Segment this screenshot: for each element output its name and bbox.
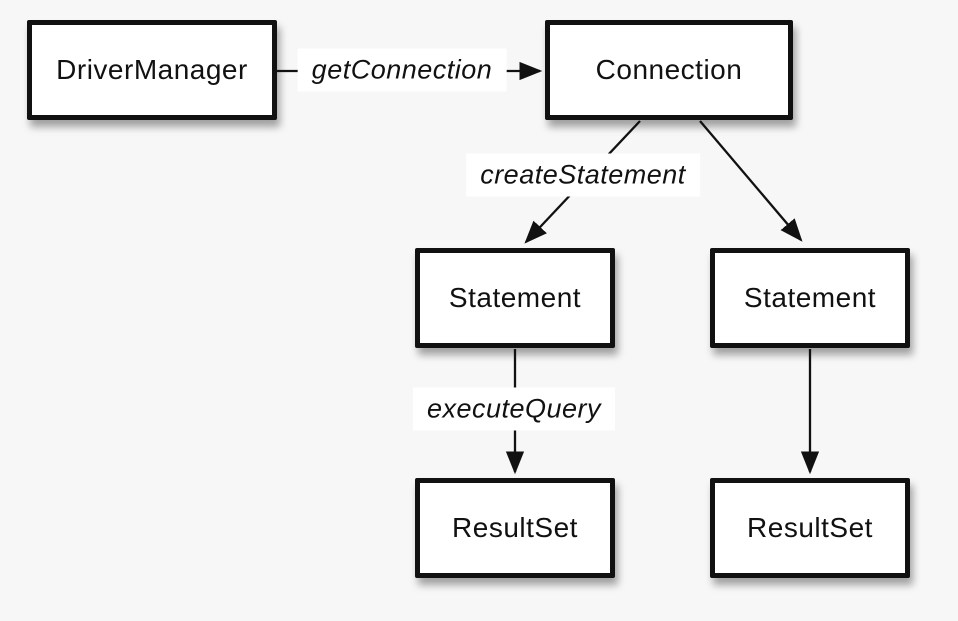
node-resultset-left-label: ResultSet xyxy=(452,512,578,543)
edge-label-createstatement: createStatement xyxy=(466,153,700,197)
node-resultset-right: ResultSet xyxy=(710,478,910,578)
node-driver-manager: DriverManager xyxy=(27,20,277,120)
node-statement-right-label: Statement xyxy=(743,282,877,313)
edge-connection-statement-right-arrow xyxy=(699,120,803,242)
node-resultset-right-label: ResultSet xyxy=(747,512,873,543)
edge-label-executequery: executeQuery xyxy=(412,387,616,431)
node-connection-label: Connection xyxy=(595,54,743,85)
node-statement-left-label: Statement xyxy=(448,282,582,313)
edge-label-getconnection: getConnection xyxy=(297,48,507,92)
node-statement-left: Statement xyxy=(415,248,615,348)
node-connection: Connection xyxy=(545,20,793,120)
node-statement-right: Statement xyxy=(710,248,910,348)
node-driver-manager-label: DriverManager xyxy=(56,54,248,85)
node-resultset-left: ResultSet xyxy=(415,478,615,578)
